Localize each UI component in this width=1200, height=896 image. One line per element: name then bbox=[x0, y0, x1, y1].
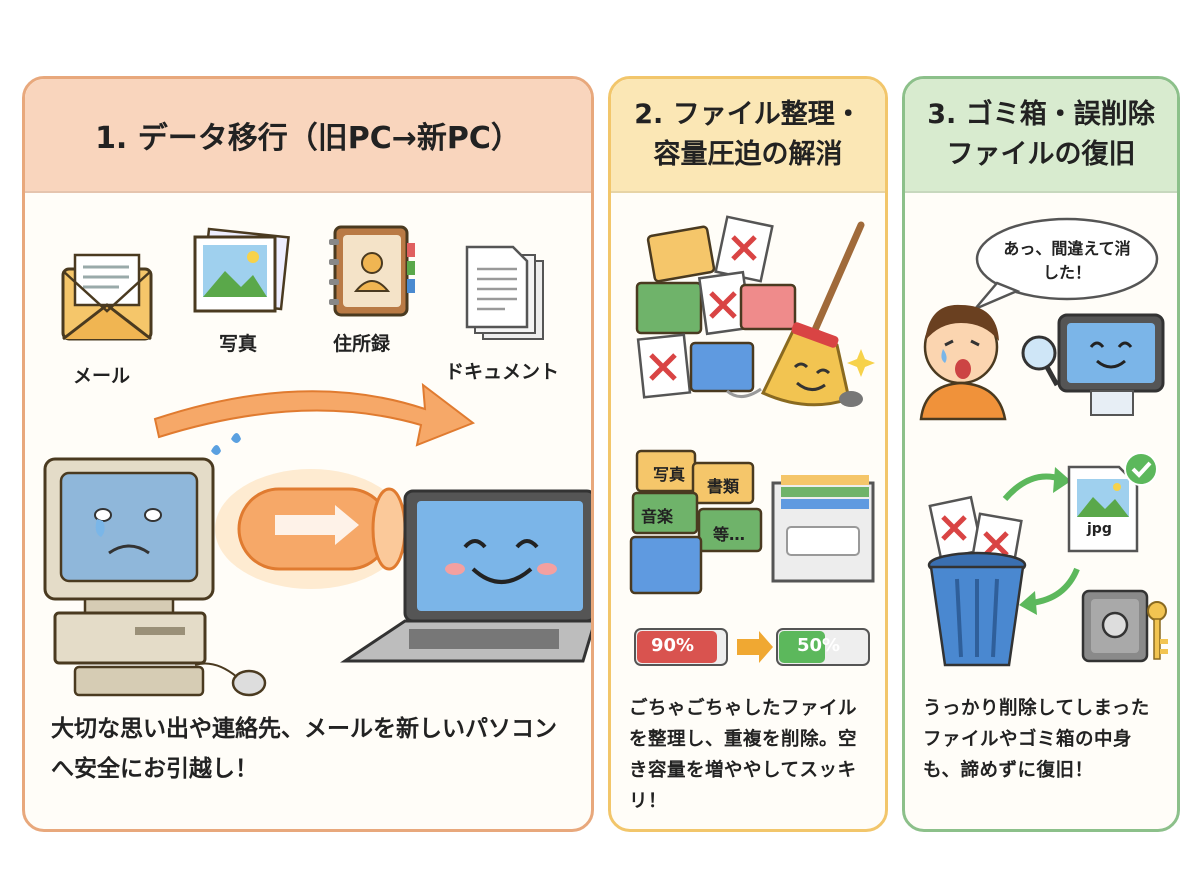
mail-label: メール bbox=[73, 365, 131, 387]
worried-person-icon bbox=[919, 304, 1007, 421]
sweat-drops-icon bbox=[211, 433, 241, 455]
broom-icon bbox=[726, 221, 875, 407]
address-book-icon bbox=[329, 225, 415, 317]
panel-file-organize: 2. ファイル整理・ 容量圧迫の解消 bbox=[608, 76, 888, 832]
panel-title: 2. ファイル整理・ 容量圧迫の解消 bbox=[611, 79, 885, 193]
recovered-image-icon bbox=[1067, 465, 1139, 553]
usage-before-fill bbox=[637, 631, 717, 663]
recovery-illustration bbox=[919, 217, 1168, 667]
organize-illustration bbox=[629, 215, 875, 666]
key-icon bbox=[1147, 601, 1168, 660]
transfer-tube-icon bbox=[215, 469, 407, 589]
address-label: 住所録 bbox=[333, 333, 391, 355]
storage-box-icon bbox=[771, 475, 875, 583]
new-laptop-icon bbox=[340, 489, 591, 663]
folder-label-etc: 等… bbox=[713, 525, 746, 544]
monitor-icon bbox=[1057, 313, 1165, 416]
file-ext-label: jpg bbox=[1087, 521, 1112, 537]
magnifier-icon bbox=[1021, 335, 1060, 387]
check-icon bbox=[1124, 452, 1158, 486]
panel-file-recovery: 3. ゴミ箱・誤削除 ファイルの復旧 bbox=[902, 76, 1180, 832]
panel-data-migration: 1. データ移行（旧PC→新PC） bbox=[22, 76, 594, 832]
safe-icon bbox=[1081, 589, 1149, 663]
panel-description: ごちゃごちゃしたファイルを整理し、重複を削除。空き容量を増ややしてスッキリ！ bbox=[629, 698, 858, 812]
trash-can-icon bbox=[927, 551, 1027, 667]
photo-label: 写真 bbox=[219, 333, 258, 355]
speech-bubble bbox=[974, 217, 1159, 311]
usage-after-fill bbox=[779, 631, 825, 663]
migration-arrow bbox=[153, 382, 476, 447]
panel-description: うっかり削除してしまったファイルやゴミ箱の中身も、諦めずに復旧！ bbox=[923, 698, 1150, 781]
usage-comparison bbox=[634, 628, 870, 666]
panel-title: 1. データ移行（旧PC→新PC） bbox=[25, 79, 591, 193]
folder-label-photo: 写真 bbox=[653, 465, 686, 484]
recovery-arrow-icon bbox=[1002, 467, 1080, 615]
folder-label-music: 音楽 bbox=[641, 507, 674, 526]
panel-title: 3. ゴミ箱・誤削除 ファイルの復旧 bbox=[905, 79, 1177, 193]
panel-description: 大切な思い出や連絡先、メールを新しいパソコンへ安全にお引越し！ bbox=[51, 716, 557, 782]
photo-icon bbox=[193, 227, 290, 313]
old-pc-icon bbox=[43, 457, 267, 697]
organized-folders-icon bbox=[629, 449, 763, 595]
document-label: ドキュメント bbox=[445, 361, 560, 383]
speech-text: あっ、間違えて消した！ bbox=[1003, 239, 1131, 282]
messy-files-icon bbox=[635, 215, 797, 399]
migration-illustration bbox=[43, 225, 591, 697]
document-icon bbox=[465, 245, 544, 340]
mail-icon bbox=[61, 253, 153, 341]
usage-before-label: 90% bbox=[651, 635, 695, 656]
usage-after-label: 50% bbox=[797, 635, 841, 656]
folder-label-docs: 書類 bbox=[707, 477, 740, 496]
